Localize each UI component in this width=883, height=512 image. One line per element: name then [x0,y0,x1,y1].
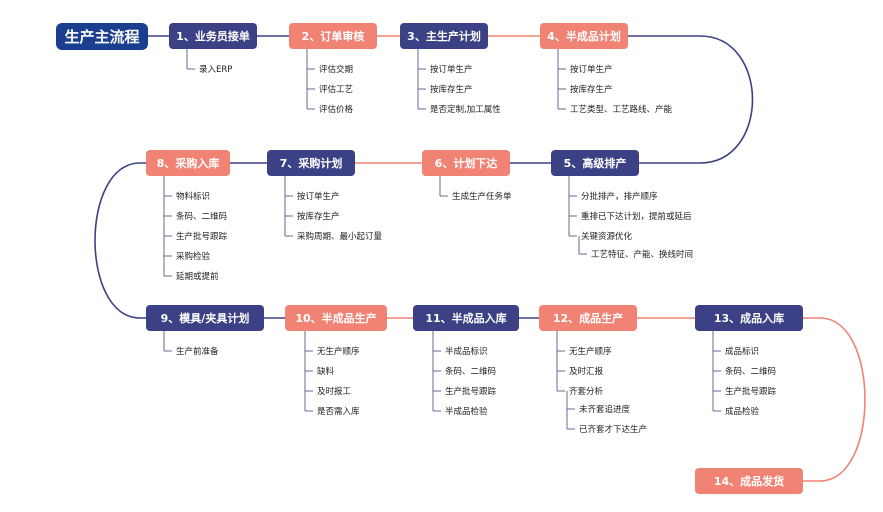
s8-item: 物料标识 [176,191,210,202]
s11-item: 半成品检验 [445,406,488,417]
step-node-label: 10、半成品生产 [295,311,376,325]
step-node-13: 13、成品入库 [695,305,803,331]
s11-item: 条码、二维码 [445,366,496,377]
step-node-3: 3、主生产计划 [400,23,488,49]
s12-item: 已齐套才下达生产 [579,424,647,435]
step-node-label: 13、成品入库 [714,311,784,325]
s5-item: 分批排产，排产顺序 [581,191,658,202]
step-node-label: 7、采购计划 [280,156,343,170]
s8-item: 生产批号跟踪 [176,231,228,242]
step-node-label: 2、订单审核 [302,29,365,43]
s5-item: 重排已下达计划，提前或延后 [581,211,692,222]
step-node-label: 1、业务员接单 [176,29,250,43]
s9-item: 生产前准备 [176,346,219,357]
step-node-14: 14、成品发货 [695,468,803,494]
step-node-2: 2、订单审核 [289,23,377,49]
step-node-label: 6、计划下达 [435,156,498,170]
s11-item: 半成品标识 [445,346,488,357]
s12-item: 未齐套追进度 [579,404,631,415]
connector-s4-s5 [628,35,754,164]
s13-item: 生产批号跟踪 [725,386,777,397]
s12-item: 无生产顺序 [569,346,612,357]
s13-item: 条码、二维码 [725,366,776,377]
s2-item: 评估工艺 [319,84,353,95]
s4-item: 工艺类型、工艺路线、产能 [570,104,673,115]
connector-s13-s14 [803,317,866,482]
step-node-label: 9、模具/夹具计划 [161,311,250,325]
step-node-label: 8、采购入库 [157,156,220,170]
s10-item: 及时报工 [317,386,352,397]
step-node-4: 4、半成品计划 [540,23,628,49]
diagram-title-text: 生产主流程 [64,28,139,46]
step-node-label: 14、成品发货 [714,474,784,488]
step-node-5: 5、高级排产 [551,150,639,176]
step-node-1: 1、业务员接单 [169,23,257,49]
s13-item: 成品标识 [725,346,759,357]
step-node-label: 12、成品生产 [553,311,623,325]
step-node-12: 12、成品生产 [539,305,637,331]
s8-item: 采购检验 [176,251,211,262]
connector-s8-s9 [94,162,146,319]
s11-item: 生产批号跟踪 [445,386,497,397]
s2-item: 评估价格 [319,104,354,115]
step-node-11: 11、半成品入库 [413,305,519,331]
s2-item: 评估交期 [319,64,353,75]
s9-item-tree: 生产前准备 [163,331,219,357]
s10-item: 是否需入库 [317,406,360,417]
s4-item: 按库存生产 [570,84,613,95]
step-node-9: 9、模具/夹具计划 [146,305,264,331]
s7-item: 按订单生产 [297,191,340,202]
s8-item: 条码、二维码 [176,211,227,222]
s13-item: 成品检验 [725,406,760,417]
s3-item: 是否定制,加工属性 [430,104,501,115]
s5-item: 工艺特征、产能、换线时间 [591,249,693,260]
step-node-label: 5、高级排产 [564,156,627,170]
s8-item: 延期或提前 [176,271,219,282]
step-node-10: 10、半成品生产 [285,305,387,331]
s12-item: 齐套分析 [569,386,604,397]
s1-item-tree: 录入ERP [186,49,232,75]
s12-item: 及时汇报 [569,366,604,377]
step-nodes: 生产主流程 1、业务员接单 2、订单审核 3、主生产计划 4、半成品计划 5、高级排产 6、… [56,23,803,494]
s7-item: 采购周期、最小起订量 [297,231,383,242]
s3-item: 按订单生产 [430,64,473,75]
step-node-label: 11、半成品入库 [425,311,506,325]
flow-connectors [94,35,866,482]
s6-item: 生成生产任务单 [452,191,512,202]
step-node-6: 6、计划下达 [422,150,510,176]
step-node-label: 4、半成品计划 [547,29,621,43]
s4-item: 按订单生产 [570,64,613,75]
s10-item: 无生产顺序 [317,346,360,357]
s1-item: 录入ERP [199,65,232,75]
s10-item: 缺料 [317,366,335,377]
s3-item: 按库存生产 [430,84,473,95]
s6-item-tree: 生成生产任务单 [439,176,512,202]
step-node-label: 3、主生产计划 [407,29,481,43]
s7-item: 按库存生产 [297,211,340,222]
diagram-title: 生产主流程 [56,23,148,50]
s5-item: 关键资源优化 [581,231,633,242]
step-node-8: 8、采购入库 [146,150,230,176]
step-node-7: 7、采购计划 [267,150,355,176]
